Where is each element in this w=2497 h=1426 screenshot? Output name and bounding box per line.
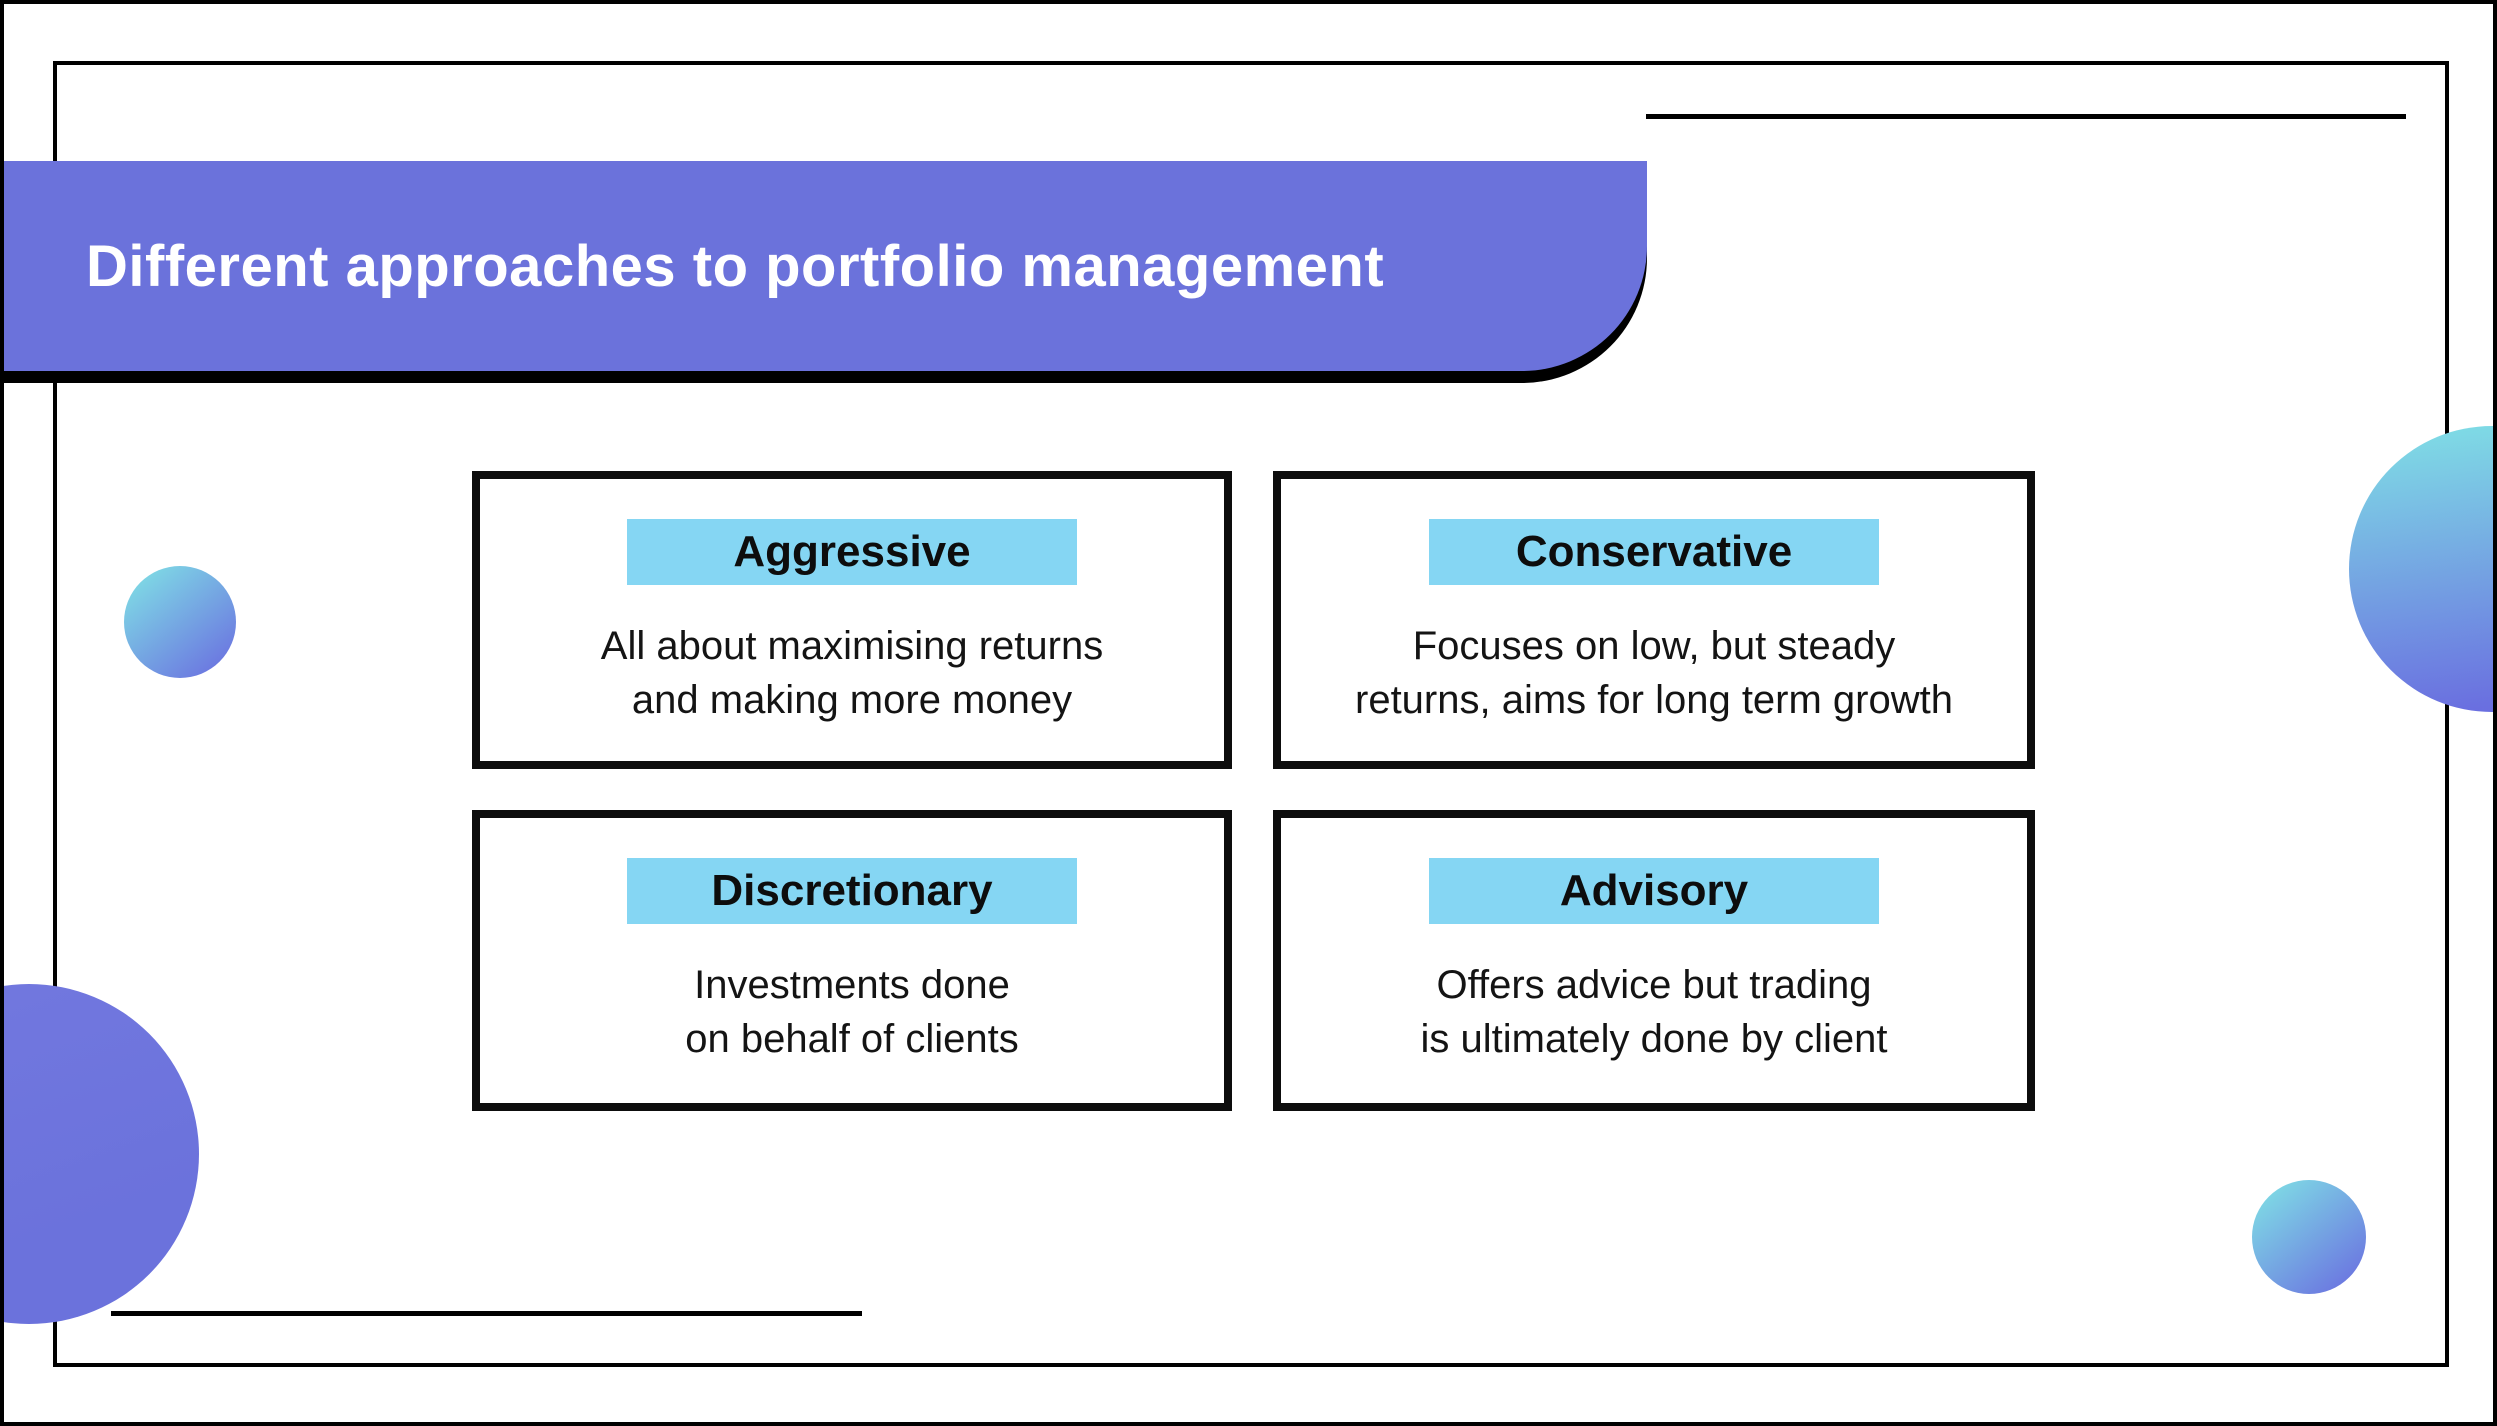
- card-description-line: Investments done: [694, 963, 1010, 1007]
- approach-card-discretionary: Discretionary Investments done on behalf…: [472, 810, 1232, 1111]
- card-label: Discretionary: [627, 858, 1077, 924]
- card-description-line: is ultimately done by client: [1420, 1017, 1888, 1061]
- decorative-circle-bottom-right: [2252, 1180, 2366, 1294]
- card-description: All about maximising returns and making …: [480, 619, 1224, 727]
- card-description: Offers advice but trading is ultimately …: [1281, 958, 2027, 1066]
- card-label: Conservative: [1429, 519, 1879, 585]
- card-description-line: Offers advice but trading: [1436, 963, 1872, 1007]
- card-label: Advisory: [1429, 858, 1879, 924]
- card-description-line: All about maximising returns: [600, 624, 1104, 668]
- inner-border-frame: [53, 61, 2449, 1367]
- decorative-circle-top-left: [124, 566, 236, 678]
- card-description: Focuses on low, but steady returns, aims…: [1281, 619, 2027, 727]
- top-right-accent-line: [1646, 114, 2406, 119]
- card-label: Aggressive: [627, 519, 1077, 585]
- bottom-left-accent-line: [111, 1311, 862, 1316]
- approach-card-conservative: Conservative Focuses on low, but steady …: [1273, 471, 2035, 769]
- card-description-line: Focuses on low, but steady: [1412, 624, 1896, 668]
- card-description: Investments done on behalf of clients: [480, 958, 1224, 1066]
- title-banner: Different approaches to portfolio manage…: [4, 161, 1647, 371]
- card-description-line: and making more money: [631, 678, 1073, 722]
- page-title: Different approaches to portfolio manage…: [86, 233, 1385, 299]
- approach-card-aggressive: Aggressive All about maximising returns …: [472, 471, 1232, 769]
- approach-card-advisory: Advisory Offers advice but trading is ul…: [1273, 810, 2035, 1111]
- card-description-line: returns, aims for long term growth: [1355, 678, 1953, 722]
- card-description-line: on behalf of clients: [685, 1017, 1019, 1061]
